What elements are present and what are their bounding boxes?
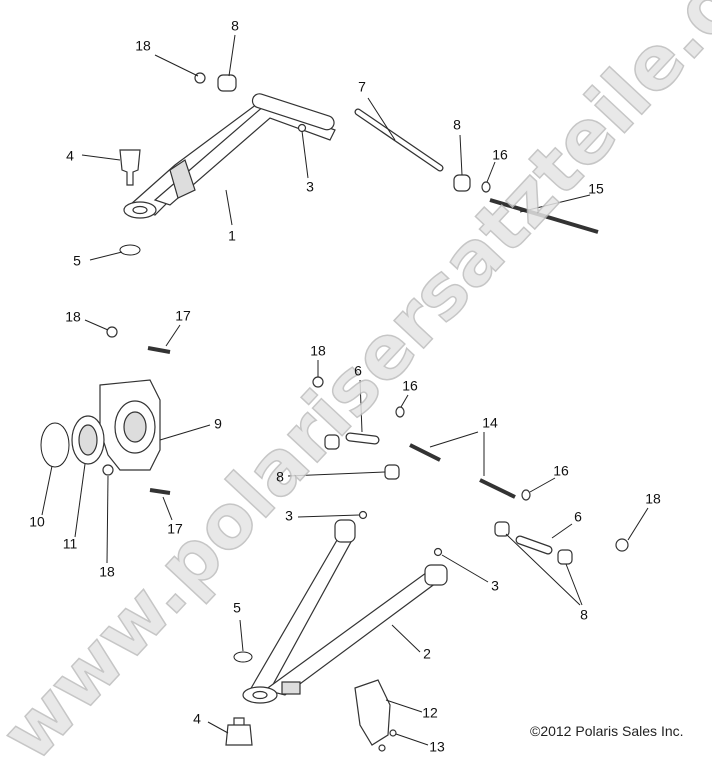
callout: 18 — [99, 564, 115, 580]
callout: 8 — [276, 469, 284, 485]
callout-labels: 18 8 7 8 16 15 4 3 1 5 18 17 18 6 16 14 … — [29, 18, 661, 755]
callout: 7 — [358, 79, 366, 95]
callout: 6 — [574, 509, 582, 525]
callout: 8 — [580, 607, 588, 623]
long-bolt — [489, 198, 599, 234]
callout: 18 — [310, 343, 326, 359]
snap-ring — [40, 422, 70, 468]
callout: 16 — [553, 463, 569, 479]
callout: 4 — [193, 711, 201, 727]
callout: 4 — [66, 148, 74, 164]
callout: 17 — [175, 308, 191, 324]
leader-lines — [41, 34, 649, 746]
callout: 2 — [423, 646, 431, 662]
bearing-bore — [78, 424, 98, 456]
callout: 5 — [73, 253, 81, 269]
lower-a-arm — [242, 519, 448, 704]
callout: 13 — [429, 739, 445, 755]
upper-a-arm — [123, 93, 336, 219]
bolt-17a — [149, 488, 171, 495]
callout: 8 — [231, 18, 239, 34]
bolt-14a — [409, 443, 441, 462]
callout: 18 — [135, 38, 151, 54]
bolt-17b — [147, 346, 171, 354]
callout: 16 — [402, 378, 418, 394]
small-hardware — [102, 72, 629, 752]
callout: 10 — [29, 514, 45, 530]
callout: 18 — [645, 491, 661, 507]
callout: 12 — [422, 705, 438, 721]
callout: 3 — [306, 179, 314, 195]
callout: 1 — [228, 228, 236, 244]
bolt-14b — [479, 478, 516, 499]
callout: 11 — [63, 536, 78, 552]
callout: 9 — [214, 416, 222, 432]
callout: 17 — [167, 521, 183, 537]
callout: 14 — [482, 415, 498, 431]
callout: 3 — [491, 578, 499, 594]
callout: 8 — [453, 117, 461, 133]
callout: 18 — [65, 309, 81, 325]
callout: 6 — [354, 363, 362, 379]
callout: 16 — [492, 147, 508, 163]
callout: 15 — [588, 181, 604, 197]
callout: 3 — [285, 508, 293, 524]
steering-knuckle — [99, 379, 161, 471]
copyright-notice: ©2012 Polaris Sales Inc. — [530, 723, 684, 739]
callout: 5 — [233, 600, 241, 616]
